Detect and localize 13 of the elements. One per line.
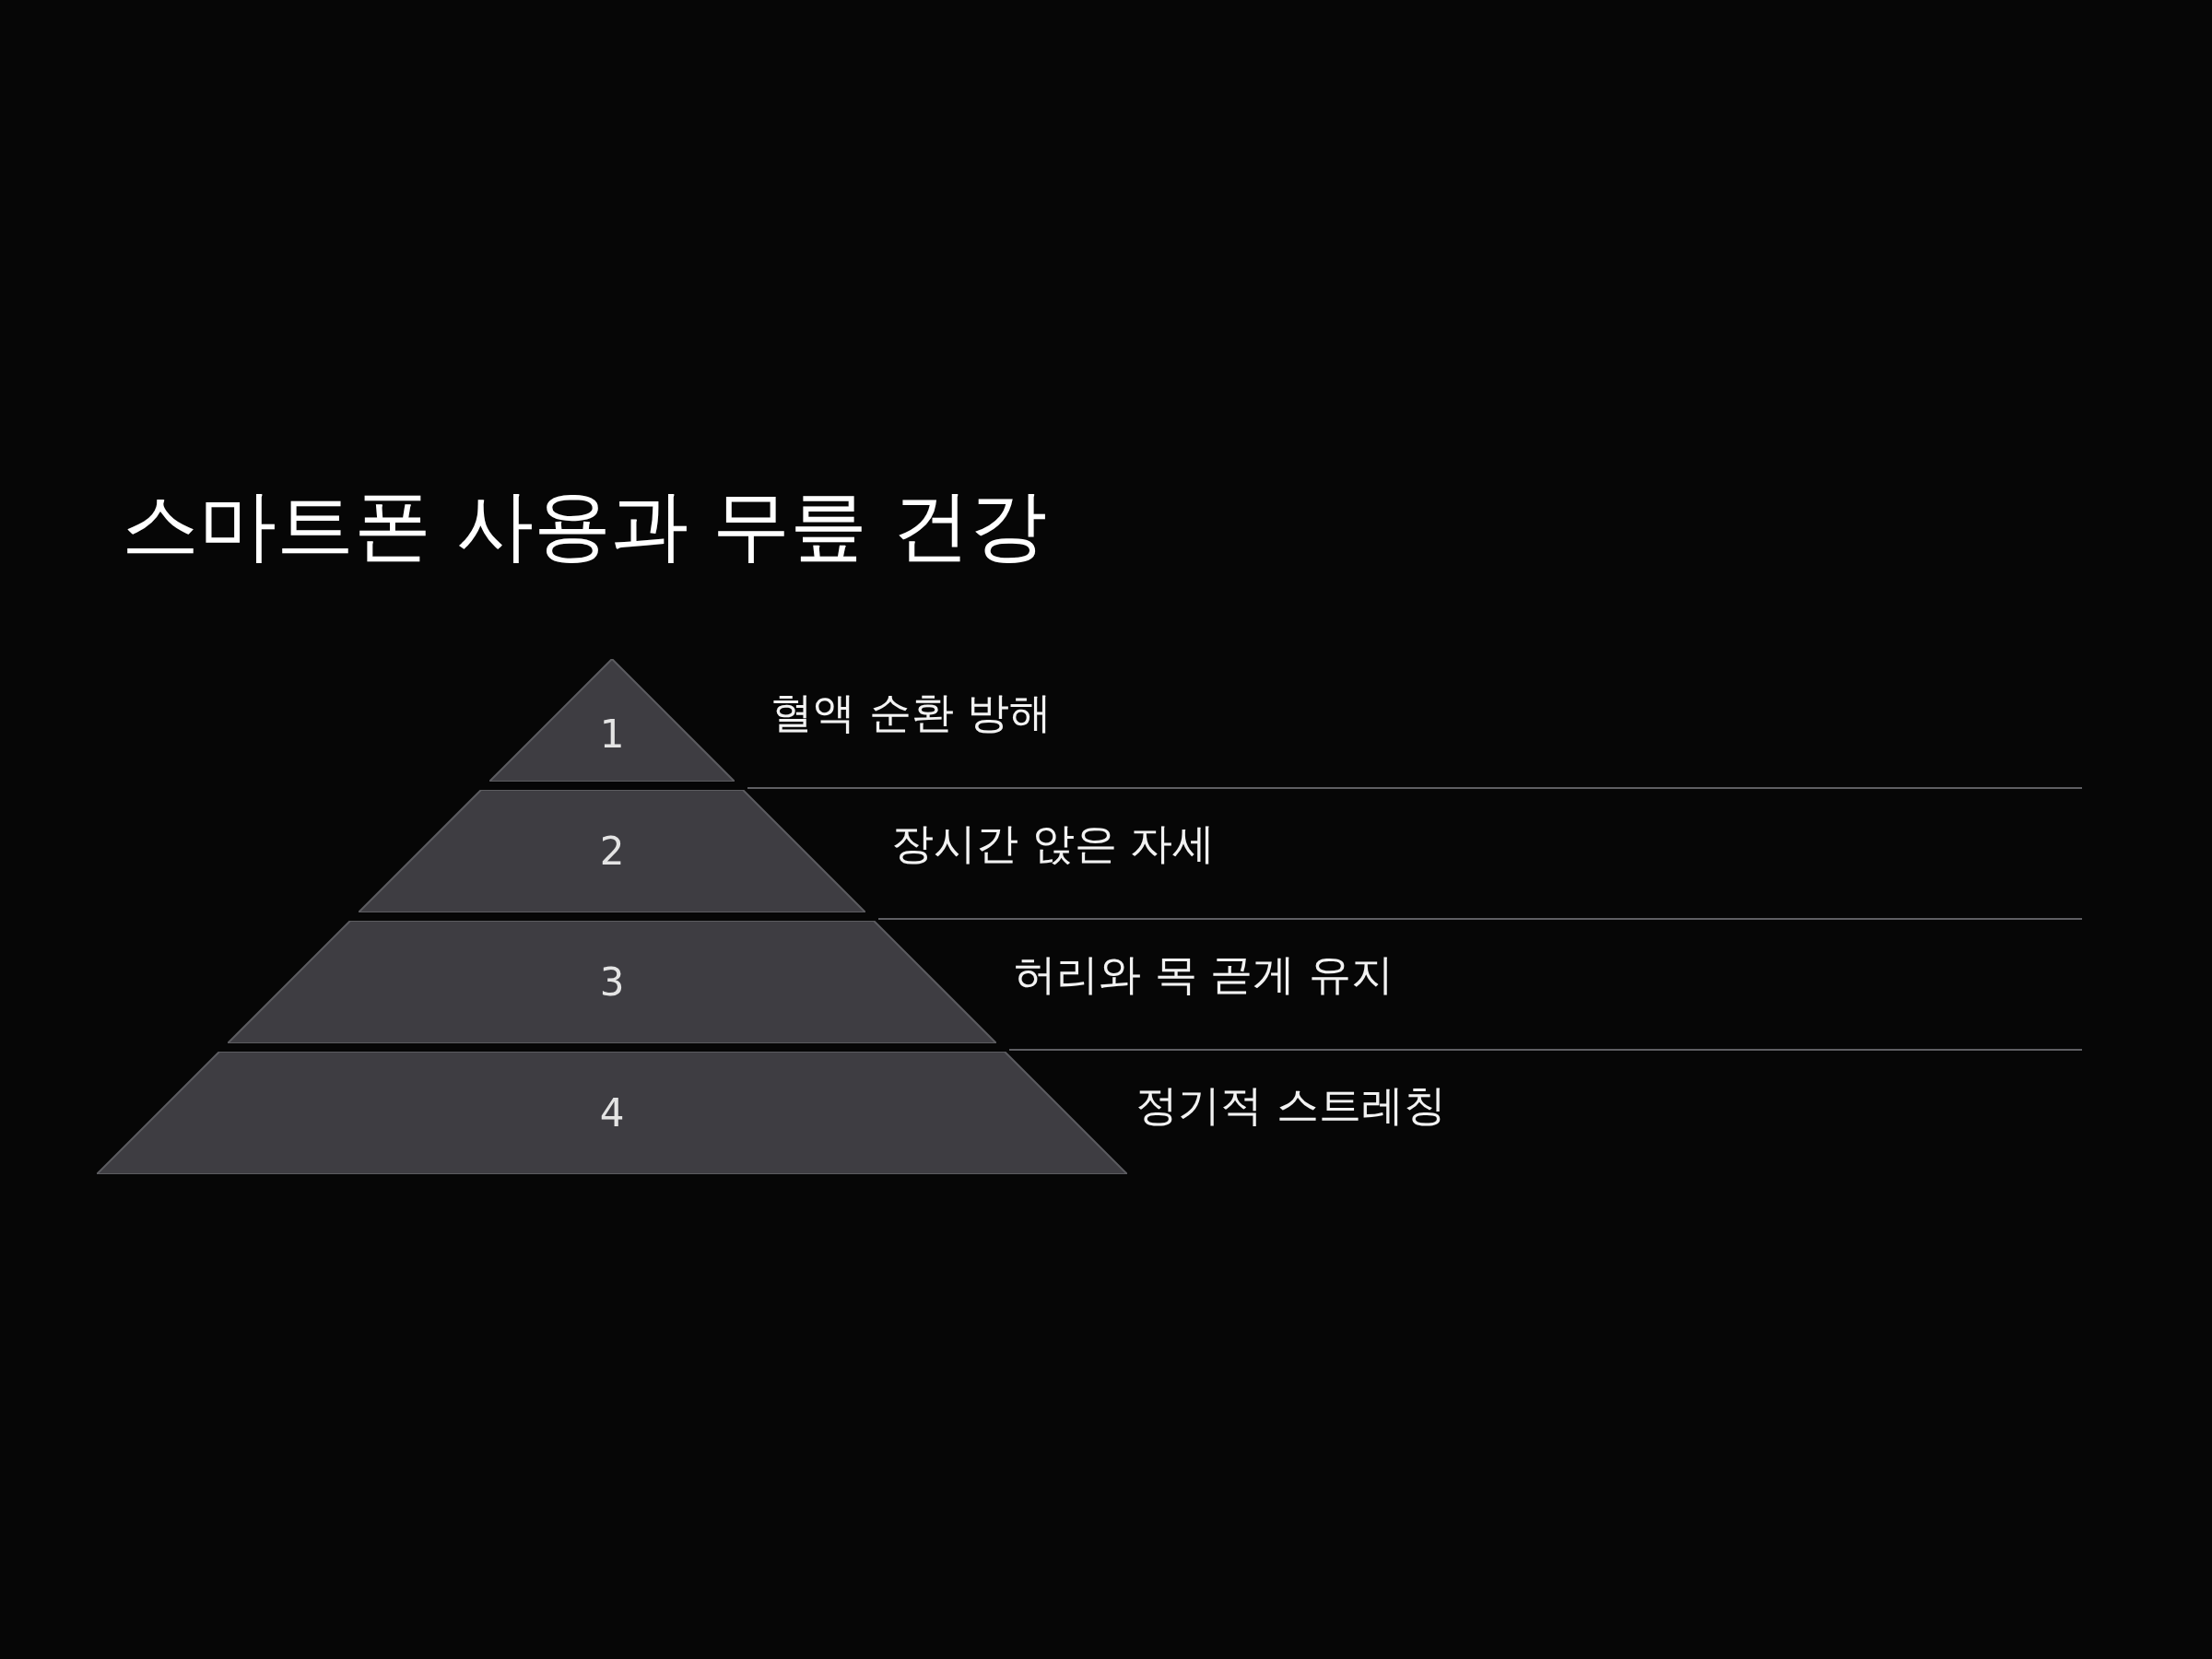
layer-number: 4 xyxy=(599,1093,625,1133)
pyramid-layer xyxy=(489,659,735,782)
pyramid-layer xyxy=(228,921,996,1043)
layer-number: 1 xyxy=(599,715,625,755)
layer-description: 정기적 스트레칭 xyxy=(1135,1079,1446,1132)
layer-number: 3 xyxy=(599,962,625,1002)
title: 스마트폰 사용과 무릎 건강 xyxy=(122,479,1048,572)
pyramid-layer xyxy=(97,1052,1127,1174)
layer-number: 2 xyxy=(599,831,625,871)
layer-description: 허리와 목 곧게 유지 xyxy=(1014,948,1394,1001)
pyramid-layer xyxy=(359,790,865,912)
layer-description: 혈액 순환 방해 xyxy=(771,687,1053,739)
layer-description: 장시간 앉은 자세 xyxy=(891,818,1216,870)
